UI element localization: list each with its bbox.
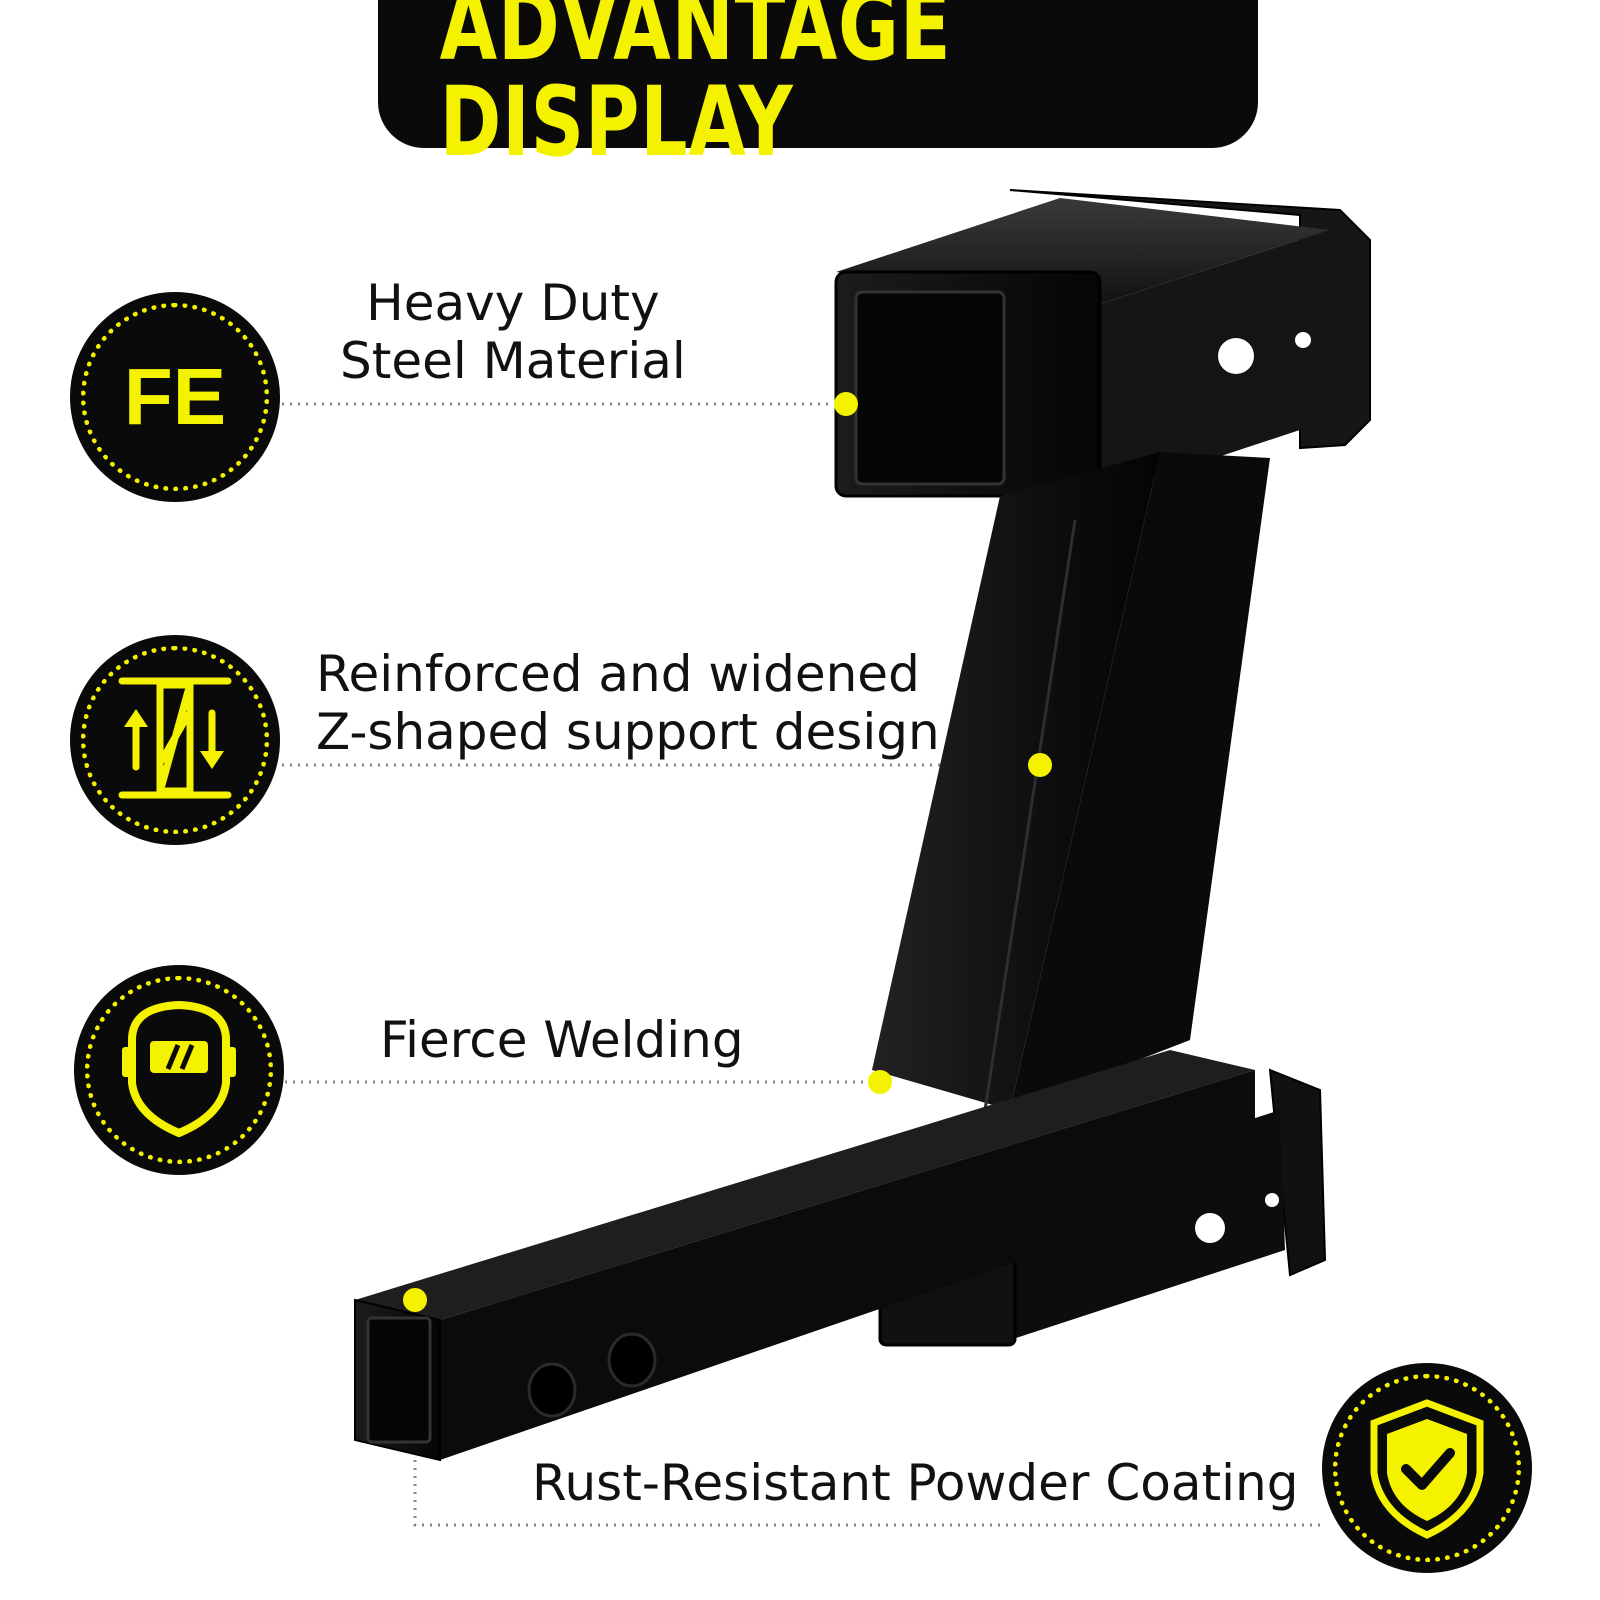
callout-dot-steel	[834, 392, 858, 416]
top-tube-side	[1100, 230, 1330, 496]
callout-dot-coating	[403, 1288, 427, 1312]
feature-steel-label: Heavy Duty Steel Material	[340, 274, 686, 390]
feature-coating-label: Rust-Resistant Powder Coating	[532, 1454, 1299, 1512]
drawbar-hole-2	[607, 1332, 657, 1388]
dotted-ring	[81, 303, 269, 491]
fe-icon: FE	[70, 292, 280, 502]
callout-line-coating	[413, 1340, 1320, 1527]
page-title: ADVANTAGE DISPLAY	[439, 0, 952, 178]
feature-welding-label: Fierce Welding	[380, 1011, 744, 1069]
top-hole-large	[1218, 338, 1254, 374]
shield-check-icon	[1322, 1363, 1532, 1573]
support-post-front	[872, 452, 1160, 1110]
feature-support-label: Reinforced and widened Z-shaped support …	[316, 645, 940, 761]
fe-badge-text: FE	[123, 352, 227, 441]
callout-dots	[403, 392, 1052, 1312]
welding-helmet-icon	[74, 965, 284, 1175]
drawbar-top	[355, 1050, 1255, 1320]
support-post-side	[1010, 452, 1270, 1110]
callout-dot-welding	[868, 1070, 892, 1094]
drawbar-opening	[366, 1316, 432, 1444]
top-tube-opening	[854, 290, 1006, 486]
support-beam-icon	[70, 635, 280, 845]
callout-dot-support	[1028, 753, 1052, 777]
header-banner: ADVANTAGE DISPLAY	[378, 0, 1258, 170]
callout-lines	[282, 402, 1320, 1527]
drawbar-hole-1	[527, 1362, 577, 1418]
top-hole-small	[1295, 332, 1311, 348]
